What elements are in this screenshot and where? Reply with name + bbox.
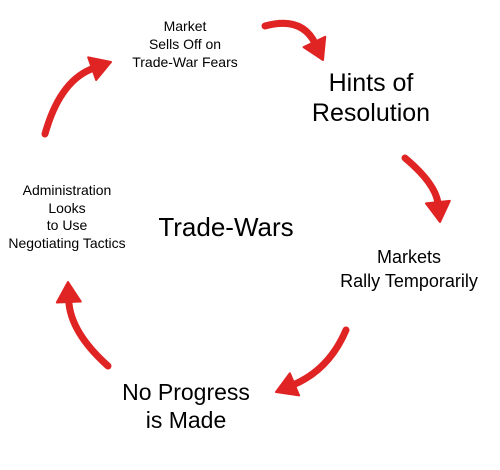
arrow-rally-to-no-progress-shaft bbox=[289, 326, 350, 389]
node-line: Negotiating Tactics bbox=[8, 234, 126, 251]
arrow-hints-to-rally-shaft bbox=[401, 154, 442, 208]
node-line: Resolution bbox=[311, 99, 431, 127]
node-line: Market bbox=[163, 18, 207, 34]
node-markets-rally: Markets Rally Temporarily bbox=[318, 246, 500, 294]
center-title: Trade-Wars bbox=[158, 212, 294, 242]
arrow-hints-to-rally-head bbox=[424, 199, 451, 223]
node-line: is Made bbox=[145, 407, 227, 434]
arrow-no-progress-to-admin-shaft bbox=[65, 296, 112, 370]
arrow-sells-off-to-hints-shaft bbox=[261, 19, 319, 48]
node-hints-of-resolution: Hints of Resolution bbox=[286, 68, 456, 128]
node-line: Rally Temporarily bbox=[340, 270, 478, 291]
node-line: Markets bbox=[376, 247, 441, 267]
node-no-progress: No Progress is Made bbox=[96, 378, 276, 434]
node-market-sells-off: Market Sells Off on Trade-War Fears bbox=[110, 18, 260, 72]
node-line: Administration bbox=[22, 182, 112, 198]
node-line: to Use bbox=[46, 217, 88, 233]
node-line: Trade-War Fears bbox=[132, 53, 238, 70]
arrow-admin-to-sells-off-head bbox=[87, 56, 112, 81]
node-line: No Progress bbox=[122, 379, 250, 405]
arrow-rally-to-no-progress-head bbox=[275, 372, 301, 397]
node-line: Hints of bbox=[328, 69, 414, 97]
node-line: Looks bbox=[48, 199, 86, 216]
arrow-no-progress-to-admin-head bbox=[55, 281, 82, 304]
node-line: Sells Off on bbox=[148, 35, 222, 52]
arrow-admin-to-sells-off-shaft bbox=[41, 64, 98, 138]
node-administration: Administration Looks to Use Negotiating … bbox=[0, 182, 134, 252]
arrow-sells-off-to-hints-head bbox=[302, 35, 327, 61]
